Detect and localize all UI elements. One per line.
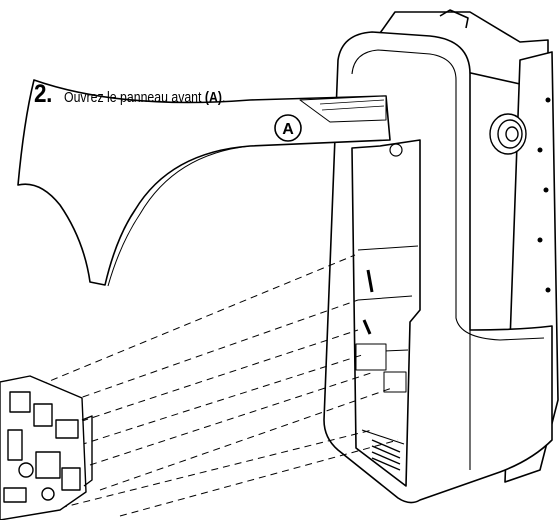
step-text-end: . (221, 89, 226, 106)
control-knob (489, 113, 527, 155)
cavity-connectors (362, 269, 374, 335)
side-screws (537, 97, 551, 293)
cavity-shelves (357, 245, 419, 445)
step-text-main: Ouvrez le panneau avant (63, 89, 205, 106)
step-text-emphasis: (A) (204, 89, 222, 106)
cavity-grille (371, 439, 401, 471)
enclosure-cavity (351, 139, 421, 487)
enclosure-frame-lip (351, 49, 545, 341)
callout-a-label: A (282, 121, 294, 138)
cavity-fitting (389, 143, 403, 157)
step-text: Ouvrez le panneau avant (A). (64, 89, 225, 106)
callout-a: A (274, 114, 302, 142)
cavity-module-2 (383, 371, 407, 393)
step-instruction: 2. Ouvrez le panneau avant (A). (34, 80, 261, 109)
enclosure (323, 9, 559, 504)
enclosure-rear-lid (439, 9, 469, 29)
step-number: 2. (34, 80, 52, 108)
assembly-guide-lines (39, 254, 399, 517)
circuit-board (0, 375, 93, 520)
